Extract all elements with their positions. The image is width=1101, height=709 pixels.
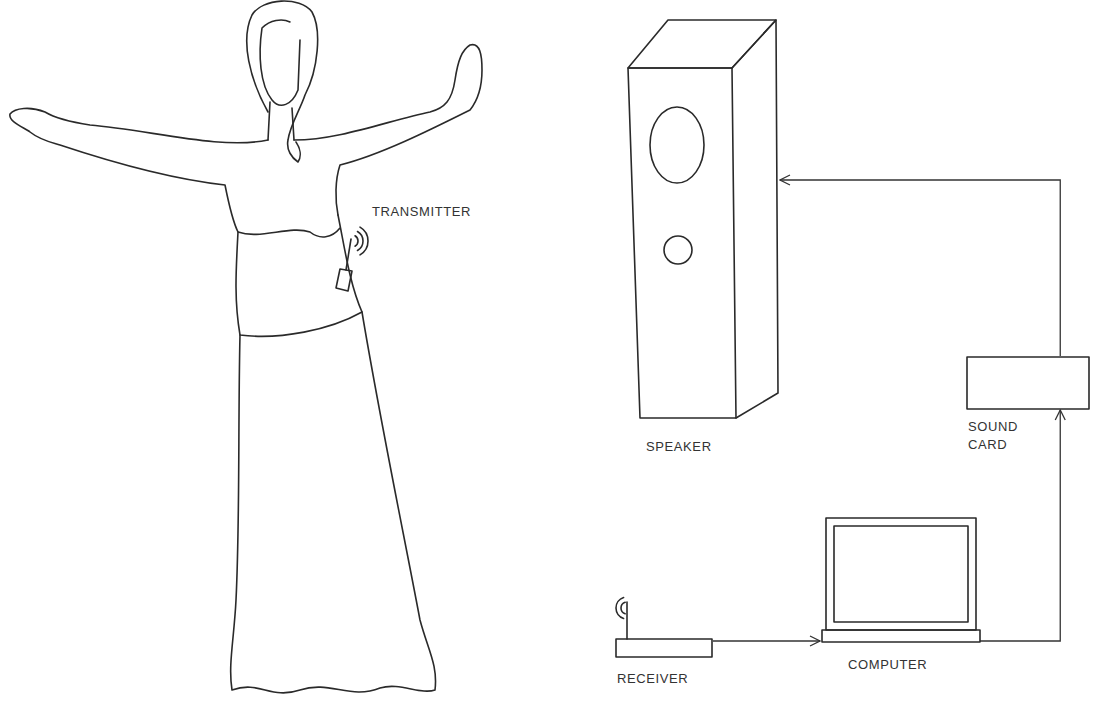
device-label: SOUND CARD — [968, 418, 1032, 454]
left-arm — [10, 108, 268, 232]
signal-arrow — [713, 640, 820, 641]
hair-outline — [247, 1, 318, 162]
skirt — [231, 312, 436, 693]
sound-card-box: SOUND CARD — [966, 356, 1090, 410]
laptop-computer: COMPUTER — [820, 516, 982, 646]
speaker-cabinet-outline — [622, 18, 780, 422]
device-label: SPEAKER — [646, 438, 766, 456]
speaker-cabinet: SPEAKER — [622, 18, 780, 422]
device-label: COMPUTER — [848, 656, 988, 674]
device-label: TRANSMITTER — [372, 203, 512, 221]
receiver-box: RECEIVER — [615, 638, 713, 658]
sound-card-box-outline — [966, 356, 1090, 410]
device-label: RECEIVER — [617, 670, 737, 688]
face-outline — [260, 20, 300, 105]
signal-arrow — [780, 180, 1060, 356]
bodice — [236, 215, 362, 336]
transmitter-device: TRANSMITTER — [330, 225, 374, 295]
right-arm — [294, 45, 482, 215]
neck — [268, 102, 294, 140]
laptop-computer-outline — [820, 516, 982, 646]
receiver-box-outline — [615, 638, 713, 658]
transmitter-device-outline — [330, 225, 374, 295]
